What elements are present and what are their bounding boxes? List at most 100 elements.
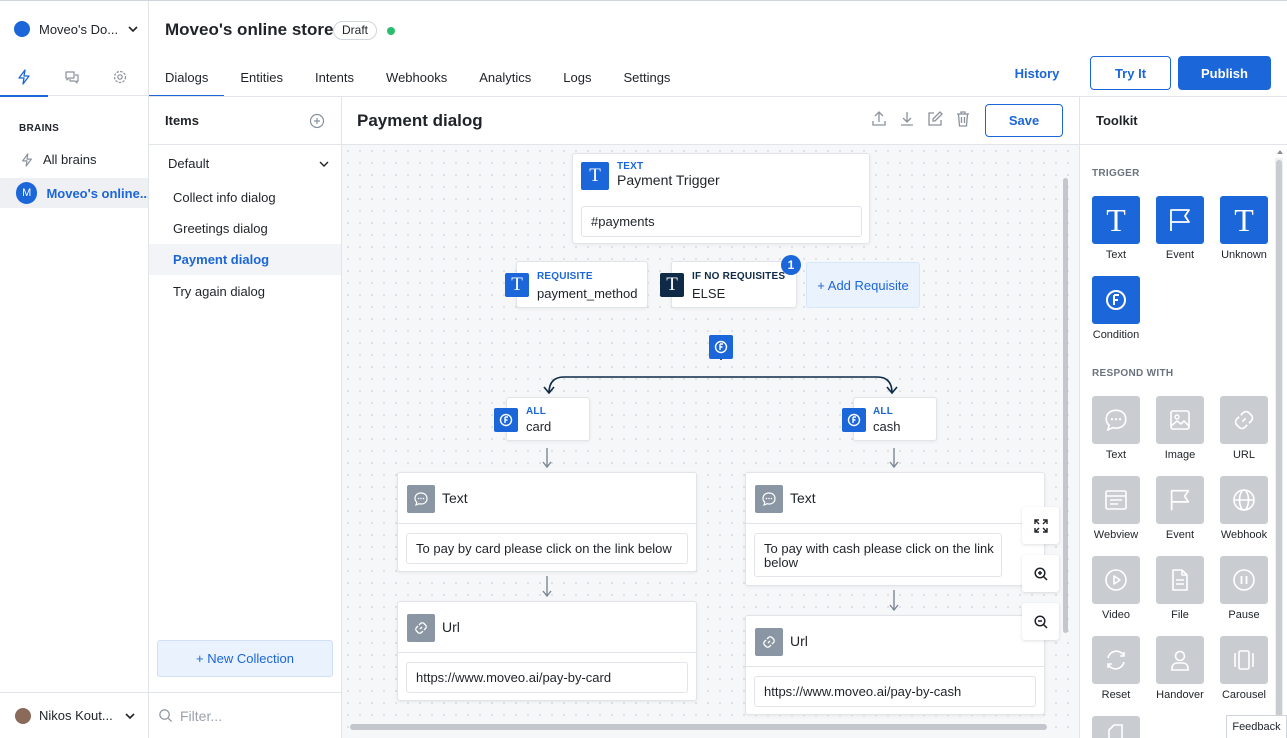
zoom-in-button[interactable] bbox=[1022, 555, 1059, 592]
condition-icon bbox=[842, 408, 866, 432]
main-tabs: Dialogs Entities Intents Webhooks Analyt… bbox=[149, 58, 686, 97]
tab-entities[interactable]: Entities bbox=[240, 69, 283, 85]
toolkit-respond-webview[interactable]: Webview bbox=[1084, 476, 1148, 541]
toolkit-respond-handover[interactable]: Handover bbox=[1148, 636, 1212, 701]
toolkit-respond-url[interactable]: URL bbox=[1212, 396, 1276, 461]
selected-brain[interactable]: M Moveo's online... bbox=[0, 178, 148, 208]
url-response-node[interactable]: Url https://www.moveo.ai/pay-by-cash bbox=[745, 615, 1045, 715]
toolkit-trigger-condition[interactable]: Condition bbox=[1084, 276, 1148, 341]
dialog-item-active[interactable]: Payment dialog bbox=[149, 244, 341, 275]
text-response-value[interactable]: To pay with cash please click on the lin… bbox=[754, 533, 1002, 577]
collection-default[interactable]: Default bbox=[168, 156, 210, 171]
toolkit-respond-partial[interactable] bbox=[1092, 716, 1140, 738]
tab-settings[interactable]: Settings bbox=[623, 69, 671, 85]
toolkit-label: Image bbox=[1164, 449, 1196, 461]
toolkit-label: File bbox=[1171, 609, 1189, 621]
fit-view-button[interactable] bbox=[1022, 507, 1059, 544]
trigger-type-label: TEXT bbox=[617, 161, 644, 172]
toolkit-trigger-text[interactable]: T Text bbox=[1084, 196, 1148, 261]
search-icon bbox=[159, 709, 173, 723]
chat-bubble-icon bbox=[755, 485, 783, 513]
edit-icon[interactable] bbox=[926, 110, 944, 128]
workspace-switcher[interactable]: Moveo's Do... bbox=[14, 20, 139, 38]
flag-icon bbox=[1156, 476, 1204, 524]
toolkit-trigger-unknown[interactable]: T Unknown bbox=[1212, 196, 1276, 261]
toolkit-label: Text bbox=[1105, 449, 1127, 461]
chevron-down-icon[interactable] bbox=[318, 158, 330, 170]
canvas-horizontal-scrollbar[interactable] bbox=[350, 724, 1047, 730]
toolkit-respond-webhook[interactable]: Webhook bbox=[1212, 476, 1276, 541]
toolkit-respond-image[interactable]: Image bbox=[1148, 396, 1212, 461]
toolkit-label: Handover bbox=[1156, 689, 1204, 701]
tab-dialogs[interactable]: Dialogs bbox=[149, 58, 225, 97]
toolkit-respond-carousel[interactable]: Carousel bbox=[1212, 636, 1276, 701]
webview-icon bbox=[1092, 476, 1140, 524]
condition-node-card[interactable]: ALL card bbox=[506, 397, 590, 441]
add-requisite-button[interactable]: + Add Requisite bbox=[806, 262, 920, 308]
else-node[interactable]: IF NO REQUISITES ELSE bbox=[671, 261, 797, 308]
toolkit-respond-file[interactable]: File bbox=[1148, 556, 1212, 621]
toolkit-label: URL bbox=[1232, 449, 1255, 461]
text-response-node[interactable]: Text To pay with cash please click on th… bbox=[745, 472, 1045, 586]
try-it-button[interactable]: Try It bbox=[1090, 56, 1171, 90]
condition-node-cash[interactable]: ALL cash bbox=[853, 397, 937, 441]
toolkit-label: Reset bbox=[1101, 689, 1131, 701]
rail-tab-brains[interactable] bbox=[0, 58, 48, 97]
url-response-node[interactable]: Url https://www.moveo.ai/pay-by-card bbox=[397, 601, 697, 701]
url-response-value[interactable]: https://www.moveo.ai/pay-by-card bbox=[406, 662, 688, 693]
text-node-title: Text bbox=[790, 490, 816, 506]
save-button[interactable]: Save bbox=[985, 104, 1063, 137]
gear-icon bbox=[113, 70, 127, 84]
text-response-value[interactable]: To pay by card please click on the link … bbox=[406, 533, 688, 564]
canvas-header bbox=[342, 97, 1079, 145]
brains-heading: BRAINS bbox=[19, 123, 60, 134]
text-response-node[interactable]: Text To pay by card please click on the … bbox=[397, 472, 697, 572]
add-item-icon[interactable] bbox=[309, 113, 325, 129]
tab-webhooks[interactable]: Webhooks bbox=[386, 69, 448, 85]
zoom-out-button[interactable] bbox=[1022, 603, 1059, 640]
left-rail bbox=[0, 1, 149, 738]
play-icon bbox=[1092, 556, 1140, 604]
history-button[interactable]: History bbox=[1014, 65, 1060, 81]
tab-analytics[interactable]: Analytics bbox=[479, 69, 532, 85]
toolkit-label: Video bbox=[1102, 609, 1130, 621]
all-brains-link[interactable]: All brains bbox=[20, 152, 96, 167]
items-heading: Items bbox=[165, 113, 199, 128]
url-response-value[interactable]: https://www.moveo.ai/pay-by-cash bbox=[754, 676, 1036, 707]
items-divider bbox=[149, 144, 341, 145]
toolkit-respond-pause[interactable]: Pause bbox=[1212, 556, 1276, 621]
canvas-vertical-scrollbar[interactable] bbox=[1063, 178, 1068, 633]
feedback-button[interactable]: Feedback bbox=[1226, 715, 1287, 738]
toolkit-respond-event[interactable]: Event bbox=[1148, 476, 1212, 541]
toolkit-label: Condition bbox=[1092, 329, 1140, 341]
filter-input[interactable] bbox=[180, 707, 330, 724]
trigger-value[interactable]: #payments bbox=[581, 206, 862, 237]
import-icon[interactable] bbox=[898, 110, 916, 128]
toolkit-scrollbar[interactable] bbox=[1276, 160, 1282, 738]
tab-intents[interactable]: Intents bbox=[315, 69, 355, 85]
condition-icon bbox=[1092, 276, 1140, 324]
trash-icon[interactable] bbox=[954, 110, 972, 128]
trigger-node[interactable]: T TEXT Payment Trigger #payments bbox=[572, 153, 870, 244]
requisite-node[interactable]: REQUISITE payment_method bbox=[516, 261, 648, 308]
tab-logs[interactable]: Logs bbox=[563, 69, 592, 85]
condition-icon[interactable] bbox=[709, 335, 733, 359]
toolkit-respond-reset[interactable]: Reset bbox=[1084, 636, 1148, 701]
export-icon[interactable] bbox=[870, 110, 888, 128]
publish-button[interactable]: Publish bbox=[1178, 56, 1271, 90]
dialog-item[interactable]: Collect info dialog bbox=[173, 190, 276, 205]
rail-tab-conversations[interactable] bbox=[48, 58, 96, 96]
trigger-section-heading: TRIGGER bbox=[1092, 168, 1140, 179]
toolkit-respond-text[interactable]: Text bbox=[1084, 396, 1148, 461]
dialog-item[interactable]: Try again dialog bbox=[173, 284, 266, 299]
link-icon bbox=[1220, 396, 1268, 444]
toolkit-trigger-event[interactable]: Event bbox=[1148, 196, 1212, 261]
dialog-item[interactable]: Greetings dialog bbox=[173, 221, 268, 236]
scroll-up-icon[interactable] bbox=[1276, 148, 1284, 156]
requisite-value: payment_method bbox=[537, 286, 638, 301]
toolkit-label: Text bbox=[1105, 249, 1127, 261]
user-menu[interactable]: Nikos Kout... bbox=[0, 692, 148, 738]
rail-tab-settings[interactable] bbox=[96, 58, 144, 96]
new-collection-button[interactable]: + New Collection bbox=[157, 640, 333, 677]
toolkit-respond-video[interactable]: Video bbox=[1084, 556, 1148, 621]
